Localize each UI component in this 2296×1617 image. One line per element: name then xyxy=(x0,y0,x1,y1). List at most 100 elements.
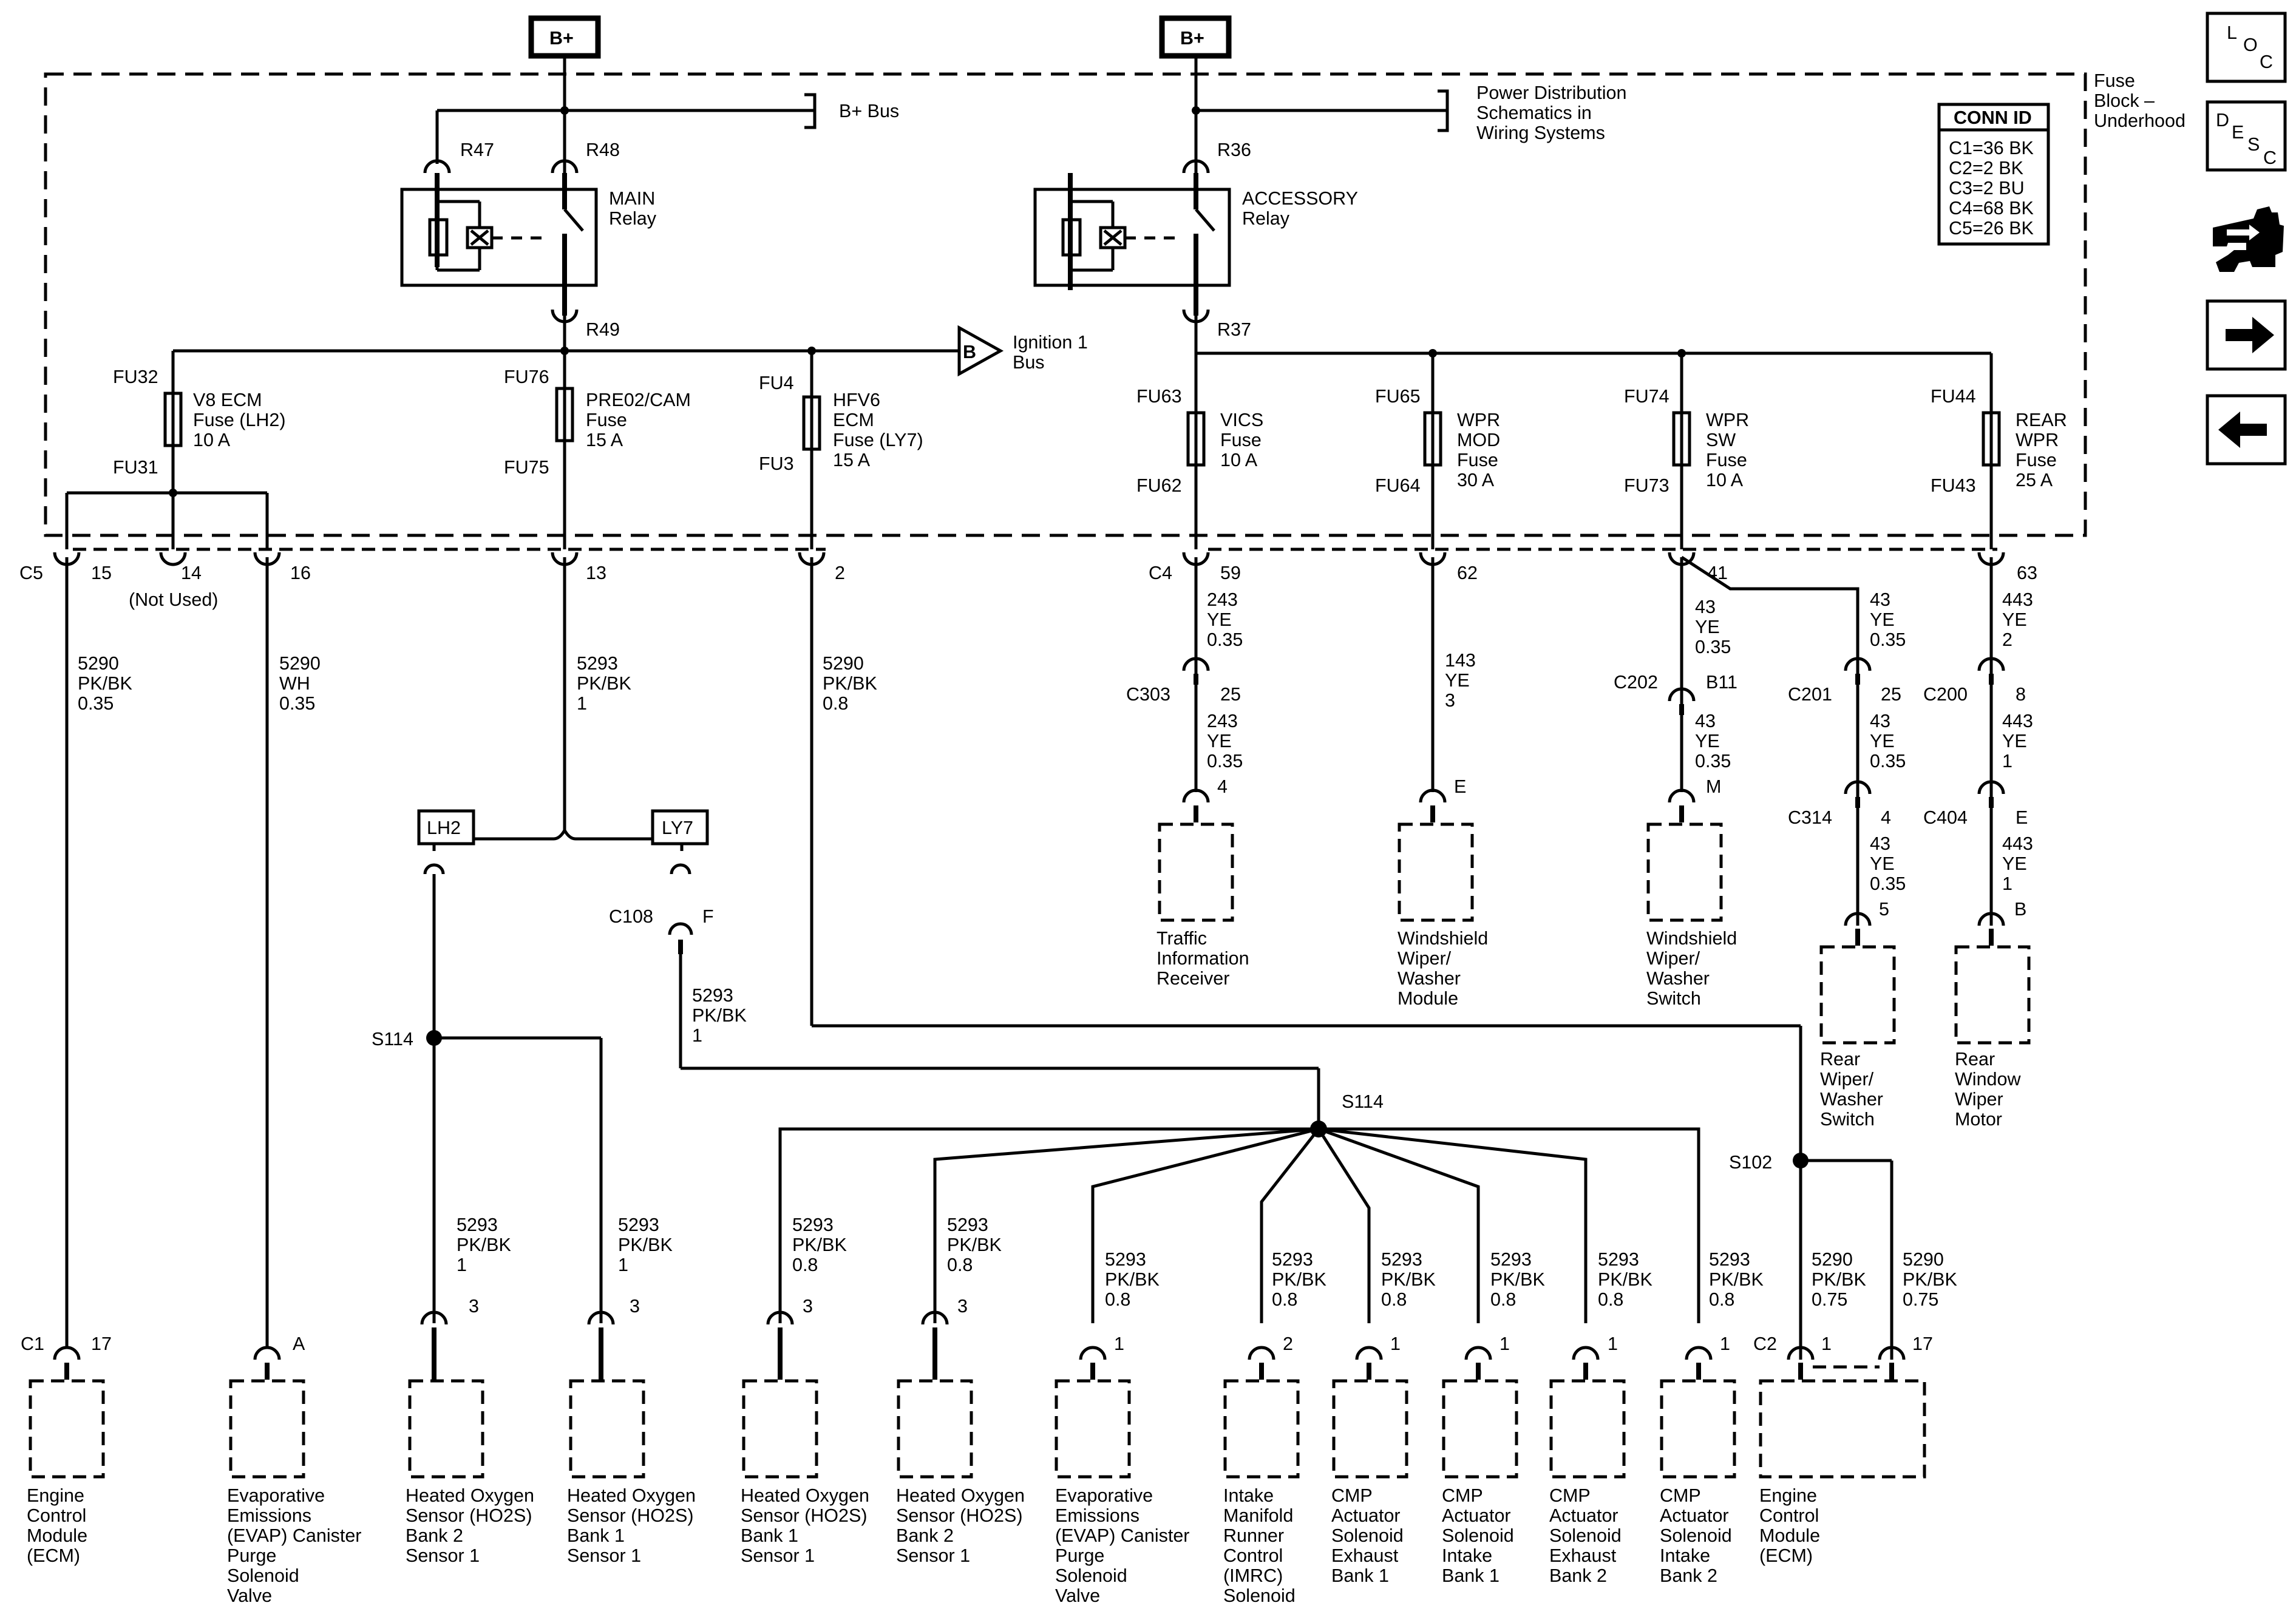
loc-button[interactable]: L O C xyxy=(2206,12,2287,83)
pin-r36: R36 xyxy=(1217,140,1251,160)
svg-text:C303: C303 xyxy=(1126,684,1170,705)
svg-text:FU43: FU43 xyxy=(1931,475,1976,496)
svg-text:S: S xyxy=(2247,134,2260,155)
svg-text:FU62: FU62 xyxy=(1136,475,1182,496)
desc-button[interactable]: D E S C xyxy=(2206,100,2287,172)
connector-tool-icon[interactable] xyxy=(2213,206,2284,272)
svg-text:LH2: LH2 xyxy=(427,818,461,838)
svg-text:E: E xyxy=(2232,122,2244,143)
svg-text:2: 2 xyxy=(835,563,845,583)
svg-text:1: 1 xyxy=(1821,1334,1832,1354)
svg-text:M: M xyxy=(1706,776,1721,797)
svg-text:LY7: LY7 xyxy=(662,818,693,838)
svg-text:C5: C5 xyxy=(19,563,43,583)
fuse-rear-wpr xyxy=(1982,411,2001,467)
pin-r47: R47 xyxy=(460,140,494,160)
svg-text:FU32: FU32 xyxy=(113,367,158,387)
svg-text:FU63: FU63 xyxy=(1136,386,1182,407)
svg-text:3: 3 xyxy=(630,1296,640,1317)
b-plus-source-left: B+ xyxy=(528,15,601,59)
svg-text:FU44: FU44 xyxy=(1931,386,1976,407)
svg-text:1: 1 xyxy=(1720,1334,1730,1354)
svg-text:S114: S114 xyxy=(372,1029,413,1049)
svg-text:2: 2 xyxy=(1283,1334,1293,1354)
svg-text:FU64: FU64 xyxy=(1375,475,1421,496)
fuse-wpr-sw xyxy=(1672,411,1691,467)
svg-text:E: E xyxy=(2016,807,2028,828)
fuse-vics xyxy=(1186,411,1206,467)
svg-text:FU74: FU74 xyxy=(1624,386,1669,407)
fuse-v8-ecm xyxy=(163,392,183,447)
fuse-wpr-mod xyxy=(1423,411,1442,467)
fuse-pre02-cam xyxy=(555,387,574,442)
svg-text:16: 16 xyxy=(290,563,311,583)
svg-text:FU75: FU75 xyxy=(504,457,549,478)
svg-text:C404: C404 xyxy=(1923,807,1968,828)
svg-text:A: A xyxy=(293,1334,305,1354)
svg-text:25: 25 xyxy=(1881,684,1901,705)
svg-text:1: 1 xyxy=(1114,1334,1124,1354)
svg-text:B+: B+ xyxy=(549,28,574,49)
svg-text:14: 14 xyxy=(181,563,202,583)
option-lh2: LH2 xyxy=(417,809,475,846)
arrow-left-icon[interactable] xyxy=(2206,394,2287,466)
svg-text:B: B xyxy=(2014,899,2026,920)
svg-text:59: 59 xyxy=(1220,563,1241,583)
svg-text:C202: C202 xyxy=(1614,672,1658,693)
svg-text:4: 4 xyxy=(1217,776,1228,797)
svg-text:B11: B11 xyxy=(1706,672,1737,693)
svg-text:FU3: FU3 xyxy=(759,453,794,474)
arrow-right-icon[interactable] xyxy=(2206,299,2287,371)
svg-text:C: C xyxy=(2260,52,2273,72)
pin-r37: R37 xyxy=(1217,319,1251,340)
svg-text:E: E xyxy=(1454,776,1466,797)
